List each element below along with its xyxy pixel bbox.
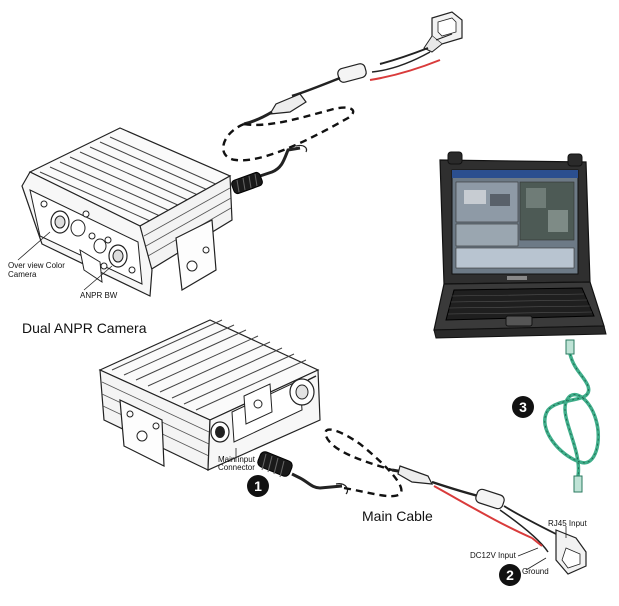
upper-camera (17, 127, 233, 297)
badge-2: 2 (499, 564, 521, 586)
dc12v-input-label: DC12V Input (470, 551, 517, 560)
overview-camera-label: Over view Color (8, 261, 65, 270)
ground-label: Ground (522, 567, 549, 576)
badge-3: 3 (512, 396, 534, 418)
main-ferrite-bead (475, 488, 505, 510)
main-cable (257, 428, 587, 575)
bnc-connector (289, 375, 317, 406)
badge-1: 1 (247, 475, 269, 497)
anpr-bw-lens (108, 244, 128, 268)
overview-camera-lens (50, 210, 70, 234)
badge-1-number: 1 (254, 478, 262, 494)
ethernet-cable (543, 339, 600, 493)
overview-camera-label-line2: Camera (8, 270, 37, 279)
main-cable-dashed-loop (324, 428, 403, 498)
main-cable-plug (257, 451, 293, 478)
badge-3-number: 3 (519, 399, 527, 415)
top-cable (222, 11, 463, 195)
main-input-label: Main input (218, 455, 256, 464)
rj45-input-label: RJ45 Input (548, 519, 587, 528)
main-cable-label: Main Cable (362, 508, 433, 524)
laptop (433, 151, 607, 339)
top-cable-dashed-loop (222, 106, 355, 162)
top-round-connector (231, 171, 263, 195)
lower-camera (98, 319, 321, 471)
top-ferrite-bead (337, 63, 367, 83)
bottom-rj45-connector (555, 529, 587, 575)
anpr-bw-label: ANPR BW (80, 291, 118, 300)
main-input-connector (210, 421, 230, 443)
main-input-label-line2: Connector (218, 463, 255, 472)
top-rj45-connector (423, 11, 463, 53)
badge-2-number: 2 (506, 567, 514, 583)
dual-anpr-camera-title: Dual ANPR Camera (22, 320, 147, 336)
